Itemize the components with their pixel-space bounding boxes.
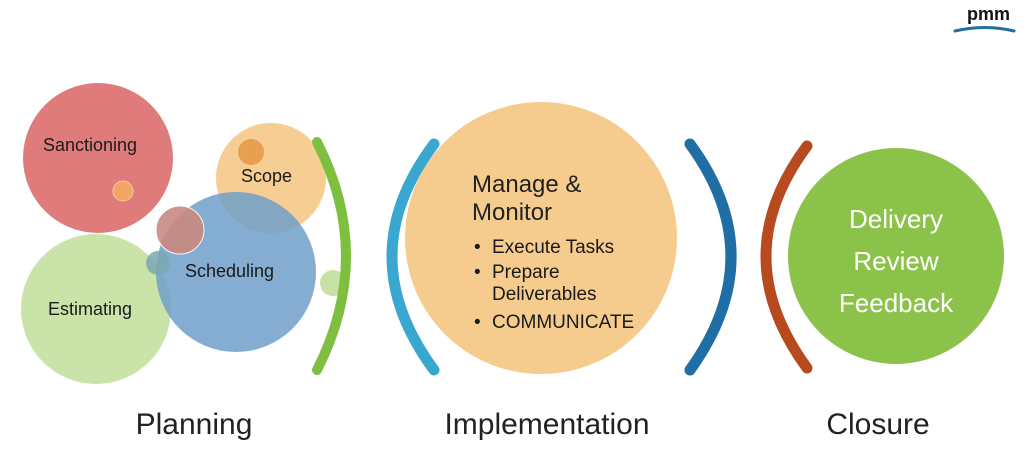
phase-planning: Planning [135,408,253,441]
logo-wave [953,26,1016,33]
implementation-task-list: Execute Tasks Prepare Deliverables COMMU… [472,237,662,334]
small-orange-bubble [238,139,264,165]
implementation-heading: Manage & Monitor [472,171,581,227]
closure-list: Delivery Review Feedback [796,198,996,324]
sanctioning-circle [23,83,173,233]
task-communicate: COMMUNICATE [472,312,662,334]
estimating-label: Estimating [48,299,133,319]
phase-closure: Closure [826,408,930,441]
implementation-arc-right [684,138,737,376]
brown-overlap-bubble [155,205,205,255]
task-prepare: Prepare Deliverables [472,262,662,306]
closure-arc-left [760,140,813,374]
scheduling-label: Scheduling [185,261,275,281]
small-teal-bubble [146,251,170,275]
estimating-circle [21,234,171,384]
closure-circle [788,148,1004,364]
logo-text: pmm [966,4,1010,24]
closure-delivery: Delivery [849,204,943,234]
sanctioning-label: Sanctioning [43,135,138,155]
implementation-heading-line1: Manage & [472,171,582,198]
phase-implementation: Implementation [444,408,650,441]
closure-review: Review [853,246,939,276]
implementation-arc-left [386,138,440,376]
implementation-heading-line2: Monitor [472,199,553,226]
small-orange-bubble-2 [112,180,134,202]
closure-feedback: Feedback [838,288,954,318]
task-execute: Execute Tasks [472,237,662,259]
planning-arc-right [312,137,351,375]
scope-label: Scope [241,166,293,186]
